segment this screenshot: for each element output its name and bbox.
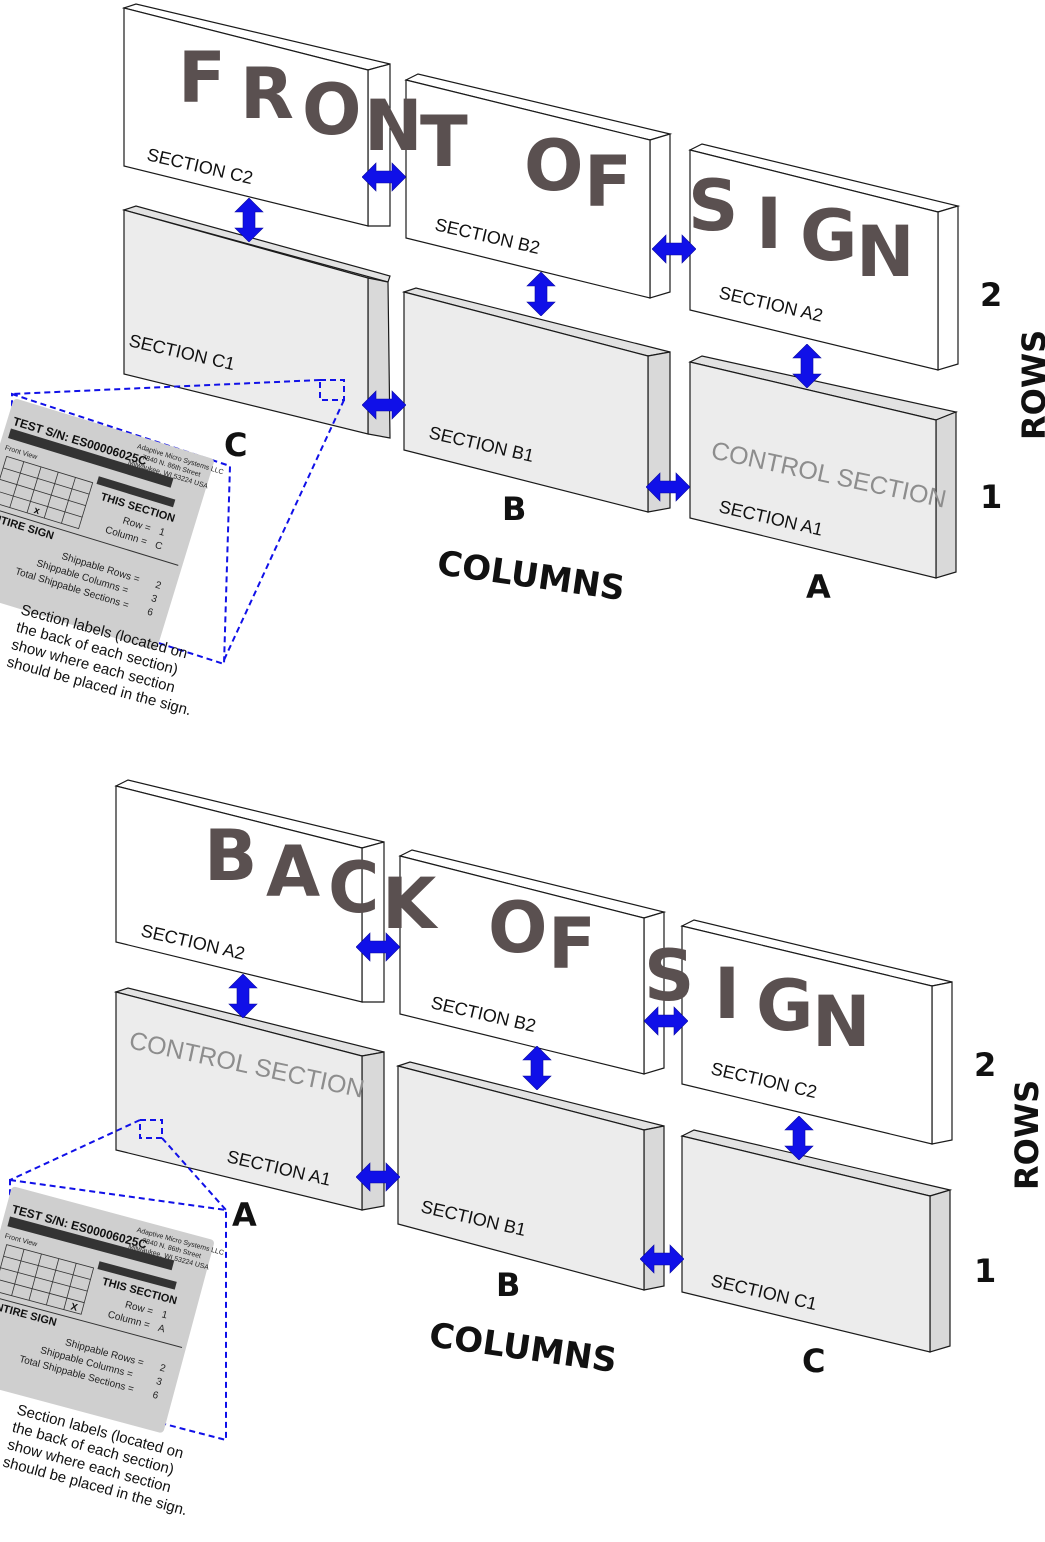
front-title-letter: R	[240, 53, 294, 135]
front-panel-c2: SECTION C2	[121, 3, 391, 227]
front-title-letter: O	[302, 69, 362, 151]
back-of-sign-diagram: CONTROL SECTION SECTION A1 SECTION B1 SE…	[0, 779, 1045, 1519]
back-column-b-label: B	[496, 1266, 520, 1304]
front-panel-b2: SECTION B2	[404, 73, 673, 299]
back-callout-line	[9, 1119, 141, 1181]
svg-text:3: 3	[155, 1376, 164, 1388]
back-panel-a2: SECTION A2	[114, 779, 385, 1003]
svg-text:x: x	[32, 505, 41, 517]
front-column-b-label: B	[502, 490, 526, 528]
front-title-letter: F	[178, 37, 226, 119]
front-title: F R O N T O F S I G N	[178, 37, 915, 293]
front-column-a-label: A	[806, 568, 831, 606]
front-label-grid: x	[0, 455, 94, 530]
back-arrow-b2-b1	[522, 1046, 552, 1090]
front-title-letter: N	[364, 85, 423, 167]
back-label-grid: X	[0, 1244, 95, 1315]
svg-text:1: 1	[160, 1309, 169, 1321]
back-panel-b2: SECTION B2	[398, 849, 667, 1075]
back-panel-b1: SECTION B1	[395, 1061, 665, 1291]
back-callout-note: Section labels (located on the back of e…	[1, 1401, 189, 1519]
svg-text:6: 6	[146, 607, 155, 619]
back-callout-target	[139, 1119, 163, 1139]
back-row-1-label: 1	[974, 1252, 996, 1290]
svg-text:A: A	[157, 1323, 167, 1335]
back-rows-title: ROWS	[1008, 1080, 1045, 1190]
svg-text:1: 1	[158, 527, 167, 539]
front-title-letter: N	[856, 211, 915, 293]
front-title-letter: F	[584, 141, 632, 223]
front-rows-title: ROWS	[1015, 330, 1045, 440]
svg-text:2: 2	[154, 580, 163, 592]
back-title-letter: G	[756, 965, 813, 1047]
back-arrow-a2-a1	[228, 974, 258, 1018]
front-title-letter: T	[420, 101, 468, 183]
front-panel-a2: SECTION A2	[688, 143, 961, 371]
back-panel-c2: SECTION C2	[680, 919, 953, 1145]
front-title-letter: G	[800, 195, 857, 277]
front-section-label-card: Adaptive Micro Systems LLC 7840 N. 86th …	[0, 392, 232, 666]
back-panel-a1: CONTROL SECTION SECTION A1	[113, 987, 385, 1211]
svg-text:3: 3	[150, 593, 159, 605]
front-of-sign-diagram: SECTION C1 SECTION B1 CONTROL SECTION SE…	[0, 3, 1045, 719]
svg-text:X: X	[69, 1302, 79, 1314]
front-panel-a1: CONTROL SECTION SECTION A1	[688, 355, 959, 579]
front-title-letter: I	[756, 183, 782, 265]
front-panel-b1: SECTION B1	[401, 287, 671, 513]
back-columns-title: COLUMNS	[427, 1315, 619, 1381]
back-title-letter: O	[488, 887, 548, 969]
front-title-letter: O	[524, 125, 584, 207]
front-callout-target	[319, 379, 345, 401]
back-row-2-label: 2	[974, 1046, 996, 1084]
svg-text:C: C	[154, 540, 164, 553]
svg-text:2: 2	[159, 1363, 168, 1375]
back-section-label-card: Adaptive Micro Systems LLC 7840 N. 86th …	[0, 1178, 227, 1442]
front-row-2-label: 2	[980, 276, 1002, 314]
front-column-c-label: C	[224, 426, 247, 464]
svg-text:6: 6	[151, 1390, 160, 1402]
back-title-letter: A	[266, 831, 320, 913]
back-panel-c1: SECTION C1	[680, 1129, 953, 1353]
front-row-1-label: 1	[980, 478, 1002, 516]
back-title-letter: I	[714, 953, 740, 1035]
back-column-a-label: A	[232, 1196, 257, 1234]
back-callout-line	[161, 1137, 227, 1211]
front-callout-line	[223, 399, 345, 661]
front-callout-line	[11, 379, 321, 395]
back-title-letter: B	[204, 815, 257, 897]
back-title-letter: S	[644, 935, 694, 1017]
back-title-letter: C	[328, 847, 379, 929]
front-columns-title: COLUMNS	[435, 543, 627, 609]
back-title-letter: F	[548, 903, 596, 985]
front-title-letter: S	[688, 165, 738, 247]
front-panel-c1: SECTION C1	[121, 205, 391, 439]
front-arrow-b2-b1	[526, 272, 556, 316]
back-column-c-label: C	[802, 1342, 825, 1380]
back-title-letter: N	[812, 981, 871, 1063]
back-title-letter: K	[382, 863, 439, 945]
back-title: B A C K O F S I G N	[204, 815, 871, 1063]
